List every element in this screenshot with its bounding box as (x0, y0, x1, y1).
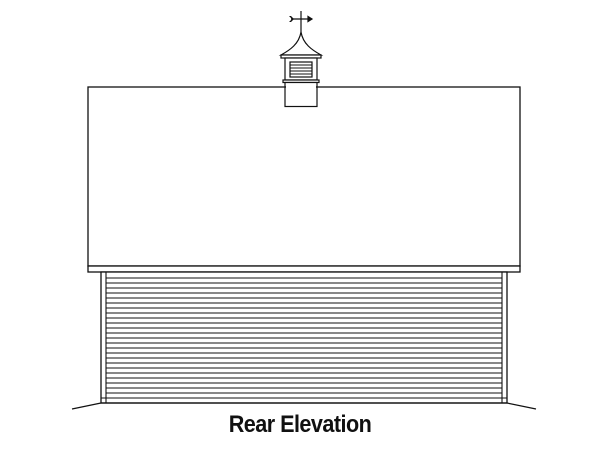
grade-line-left (71, 402, 102, 410)
cupola-louver (289, 61, 313, 78)
weathervane-tail (289, 16, 294, 22)
cupola-base-mask (286, 86, 316, 88)
grade-line (71, 402, 537, 410)
grade-line-right (506, 402, 537, 410)
drawing-caption: Rear Elevation (228, 411, 372, 438)
cupola (278, 31, 324, 108)
cupola-roof (278, 31, 324, 56)
weathervane (289, 11, 314, 32)
roof (87, 86, 521, 267)
wall (100, 271, 508, 404)
roof-fascia (87, 265, 521, 273)
cupola-louver-slats (290, 64, 312, 75)
weathervane-arrowhead (307, 15, 314, 23)
wall-siding (106, 277, 502, 399)
